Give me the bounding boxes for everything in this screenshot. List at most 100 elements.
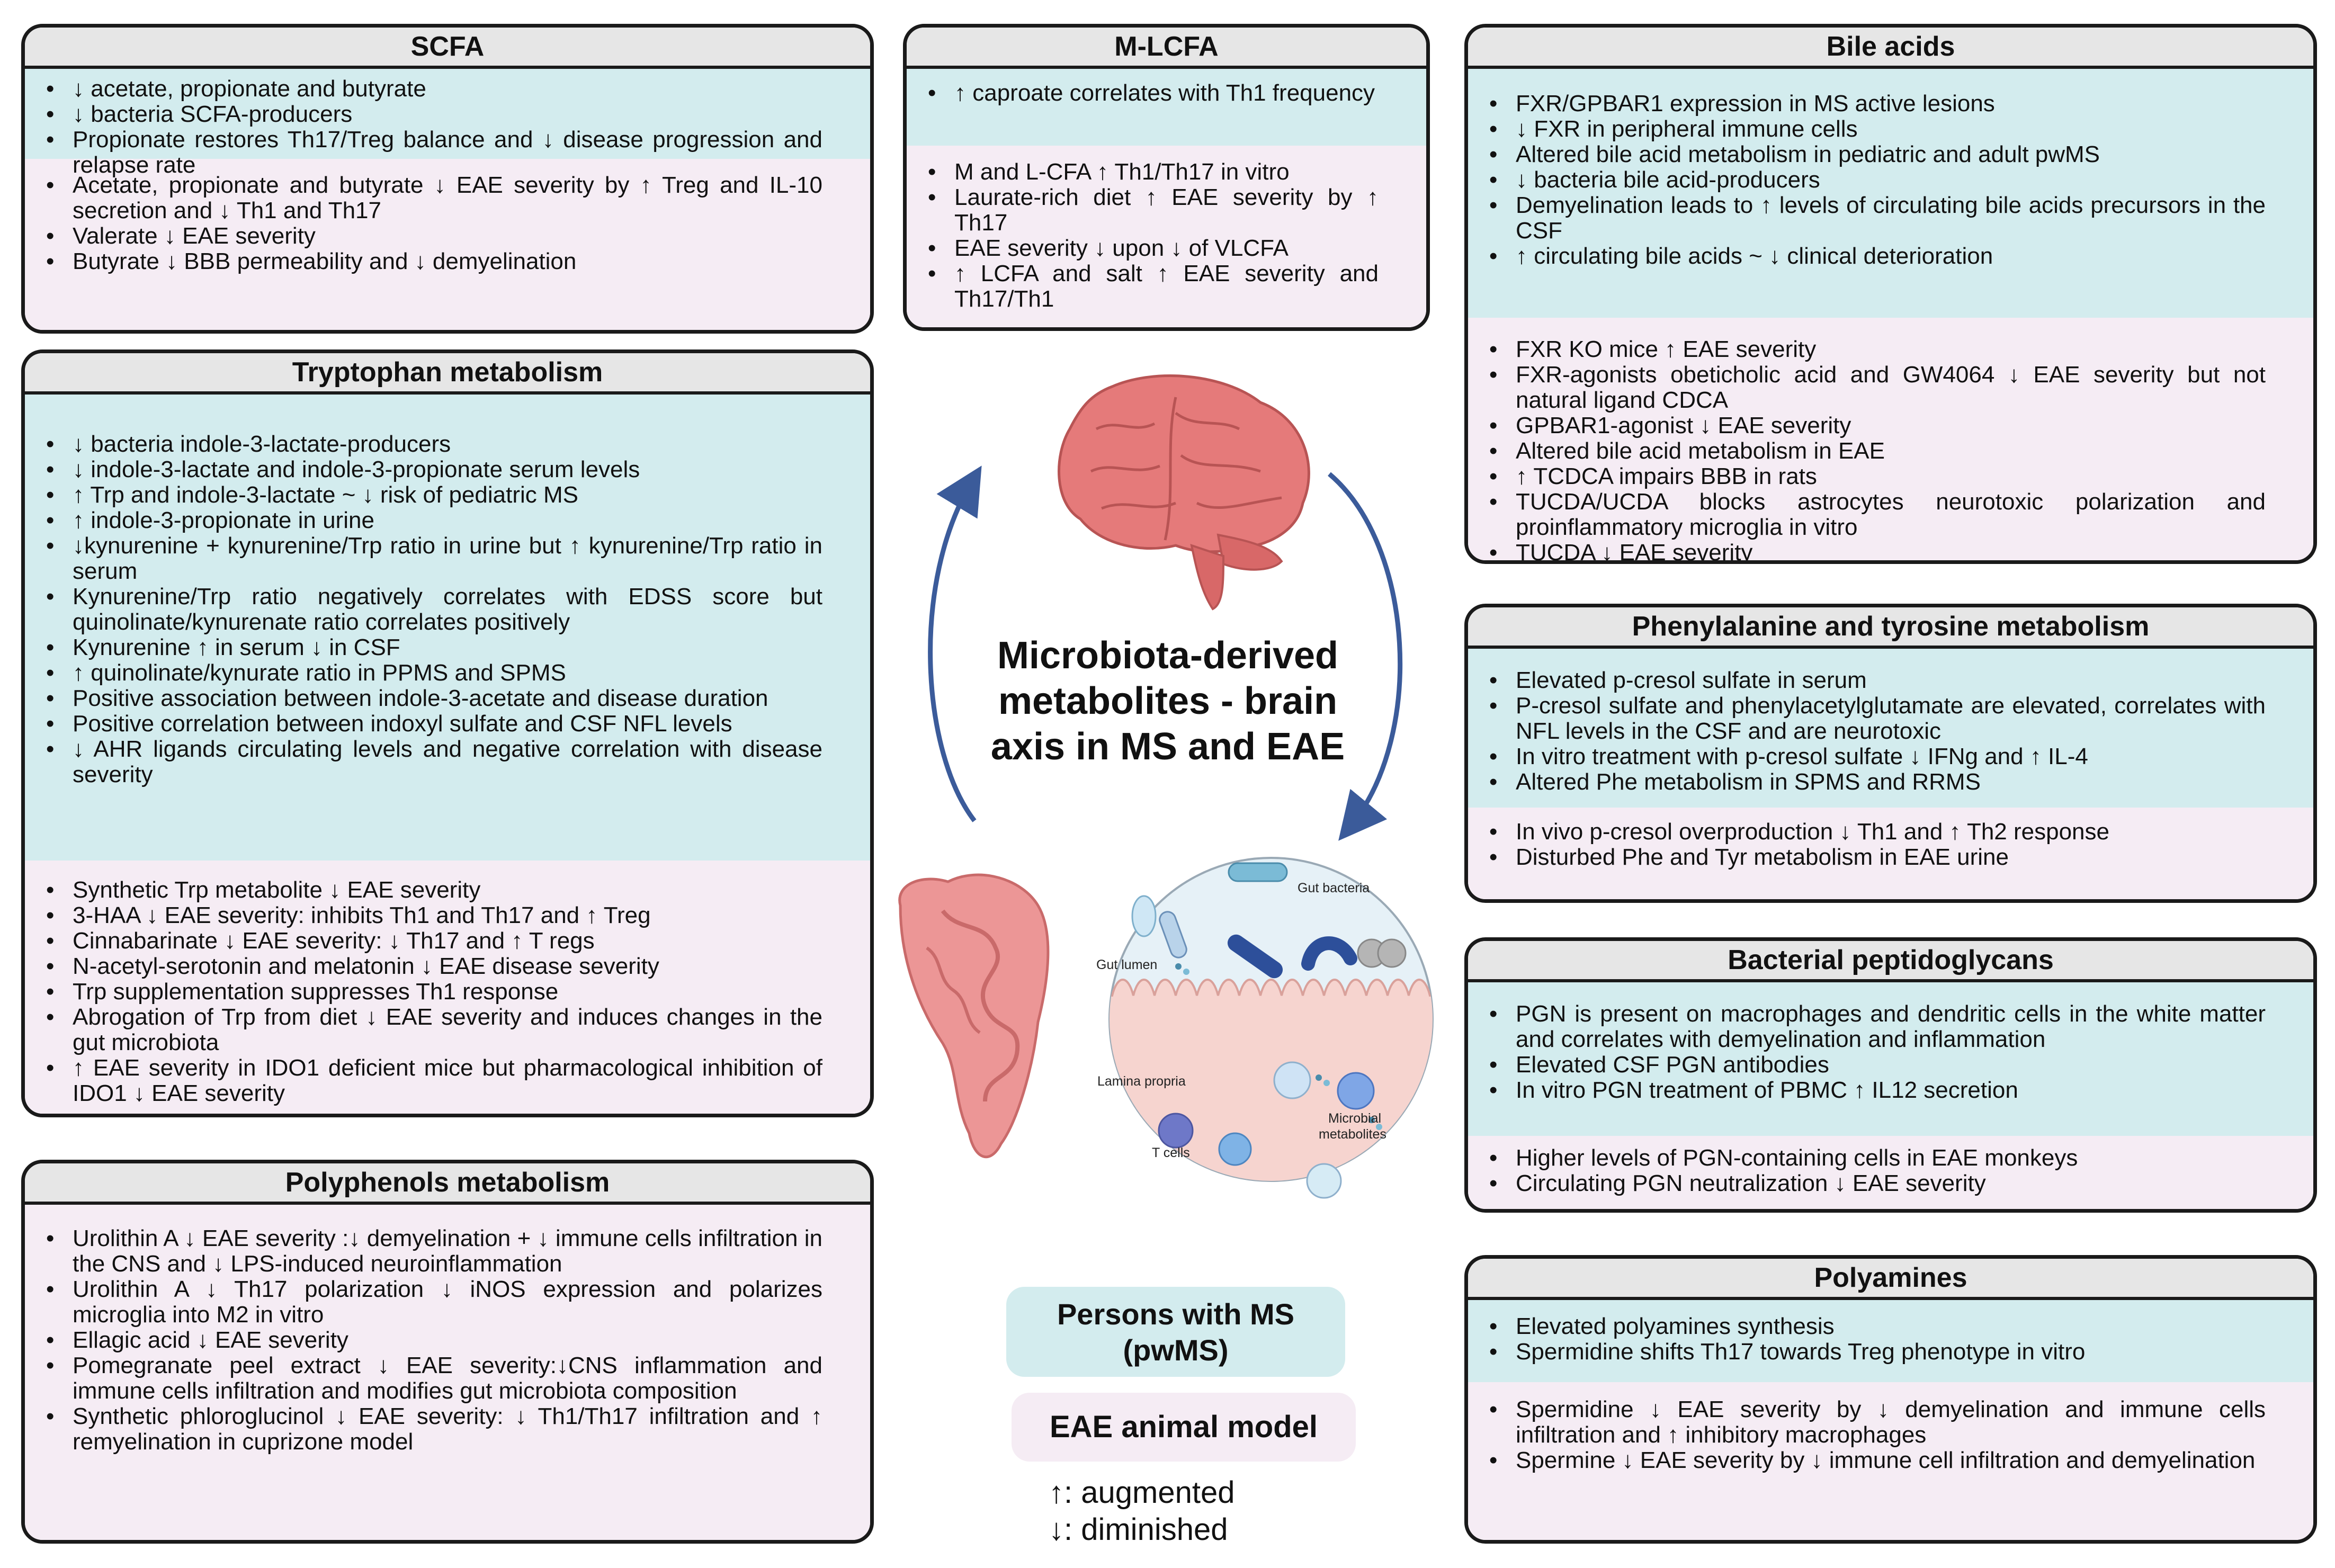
- finding-item: Synthetic phloroglucinol ↓ EAE severity:…: [46, 1404, 822, 1455]
- t-cell-icon: [1158, 1113, 1194, 1149]
- finding-item: ↓kynurenine + kynurenine/Trp ratio in ur…: [46, 533, 822, 584]
- finding-item: Kynurenine/Trp ratio negatively correlat…: [46, 584, 822, 635]
- finding-item: Spermine ↓ EAE severity by ↓ immune cell…: [1489, 1448, 2266, 1474]
- finding-item: In vivo p-cresol overproduction ↓ Th1 an…: [1489, 819, 2266, 845]
- findings-list: Elevated p-cresol sulfate in serumP-cres…: [1489, 668, 2266, 795]
- finding-item: Urolithin A ↓ EAE severity :↓ demyelinat…: [46, 1226, 822, 1277]
- panel-title: Phenylalanine and tyrosine metabolism: [1468, 607, 2313, 649]
- panel-scfa: SCFA ↓ acetate, propionate and butyrate↓…: [21, 24, 874, 334]
- metabolite-dots-icon: [1323, 1080, 1330, 1086]
- finding-item: Valerate ↓ EAE severity: [46, 223, 822, 249]
- findings-list: ↑ caproate correlates with Th1 frequency: [928, 80, 1379, 106]
- brain-icon: [1058, 374, 1310, 611]
- animal-findings: Higher levels of PGN-containing cells in…: [1468, 1136, 2313, 1209]
- finding-item: GPBAR1-agonist ↓ EAE severity: [1489, 413, 2266, 439]
- human-findings: ↑ caproate correlates with Th1 frequency: [907, 69, 1426, 146]
- animal-findings: Acetate, propionate and butyrate ↓ EAE s…: [25, 159, 870, 330]
- findings-list: ↓ acetate, propionate and butyrate↓ bact…: [46, 76, 822, 178]
- panel-peptidoglycans: Bacterial peptidoglycans PGN is present …: [1464, 937, 2317, 1213]
- panel-mlcfa: M-LCFA ↑ caproate correlates with Th1 fr…: [903, 24, 1430, 331]
- cycle-arrow-right: [1328, 472, 1403, 841]
- human-findings: FXR/GPBAR1 expression in MS active lesio…: [1468, 69, 2313, 318]
- finding-item: Pomegranate peel extract ↓ EAE severity:…: [46, 1353, 822, 1404]
- findings-list: FXR KO mice ↑ EAE severityFXR-agonists o…: [1489, 337, 2266, 561]
- human-findings: Elevated polyamines synthesisSpermidine …: [1468, 1300, 2313, 1382]
- findings-list: Acetate, propionate and butyrate ↓ EAE s…: [46, 173, 822, 275]
- label-lamina-propria: Lamina propria: [1097, 1074, 1186, 1089]
- immune-cell-icon: [1273, 1061, 1311, 1099]
- label-gut-lumen: Gut lumen: [1096, 957, 1157, 972]
- human-findings: Elevated p-cresol sulfate in serumP-cres…: [1468, 649, 2313, 808]
- finding-item: Cinnabarinate ↓ EAE severity: ↓ Th17 and…: [46, 928, 822, 954]
- finding-item: Spermidine ↓ EAE severity by ↓ demyelina…: [1489, 1397, 2266, 1448]
- legend-augmented: ↑: augmented: [1049, 1475, 1235, 1510]
- label-gut-bacteria: Gut bacteria: [1298, 881, 1370, 895]
- center-title-line: metabolites - brain: [998, 680, 1338, 722]
- findings-list: Spermidine ↓ EAE severity by ↓ demyelina…: [1489, 1397, 2266, 1474]
- finding-item: Altered Phe metabolism in SPMS and RRMS: [1489, 769, 2266, 795]
- finding-item: FXR-agonists obeticholic acid and GW4064…: [1489, 362, 2266, 413]
- panel-title: Polyamines: [1468, 1259, 2313, 1300]
- finding-item: Positive correlation between indoxyl sul…: [46, 711, 822, 737]
- panel-title: Tryptophan metabolism: [25, 353, 870, 395]
- finding-item: In vitro treatment with p-cresol sulfate…: [1489, 744, 2266, 770]
- finding-item: ↑ caproate correlates with Th1 frequency: [928, 80, 1379, 106]
- human-findings: ↓ acetate, propionate and butyrate↓ bact…: [25, 69, 870, 178]
- findings-list: PGN is present on macrophages and dendri…: [1489, 1001, 2266, 1104]
- label-t-cells: T cells: [1152, 1145, 1190, 1160]
- panel-title: Bacterial peptidoglycans: [1468, 941, 2313, 982]
- legend-pwms-line: (pwMS): [1123, 1333, 1229, 1367]
- panel-phenylalanine-tyrosine: Phenylalanine and tyrosine metabolism El…: [1464, 604, 2317, 903]
- finding-item: Synthetic Trp metabolite ↓ EAE severity: [46, 877, 822, 903]
- bacterium-icon: [1131, 895, 1157, 937]
- legend-eae: EAE animal model: [1012, 1393, 1356, 1462]
- metabolite-dots-icon: [1175, 963, 1182, 970]
- finding-item: TUCDA ↓ EAE severity: [1489, 540, 2266, 561]
- finding-item: Laurate-rich diet ↑ EAE severity by ↑ Th…: [928, 185, 1379, 236]
- bacterium-icon: [1227, 934, 1283, 979]
- panel-title: M-LCFA: [907, 28, 1426, 69]
- human-findings: PGN is present on macrophages and dendri…: [1468, 982, 2313, 1136]
- metabolite-dots-icon: [1316, 1074, 1322, 1081]
- finding-item: Elevated CSF PGN antibodies: [1489, 1052, 2266, 1078]
- finding-item: M and L-CFA ↑ Th1/Th17 in vitro: [928, 159, 1379, 185]
- finding-item: ↓ bacteria bile acid-producers: [1489, 167, 2266, 193]
- bacterium-icon: [1377, 938, 1407, 968]
- finding-item: ↑ LCFA and salt ↑ EAE severity and Th17/…: [928, 261, 1379, 312]
- finding-item: ↑ quinolinate/kynurate ratio in PPMS and…: [46, 660, 822, 686]
- finding-item: ↓ FXR in peripheral immune cells: [1489, 117, 2266, 142]
- legend-pwms-line: Persons with MS: [1057, 1297, 1295, 1331]
- panel-bile-acids: Bile acids FXR/GPBAR1 expression in MS a…: [1464, 24, 2317, 564]
- findings-list: FXR/GPBAR1 expression in MS active lesio…: [1489, 91, 2266, 270]
- finding-item: Abrogation of Trp from diet ↓ EAE severi…: [46, 1005, 822, 1055]
- gut-lumen-circle: Gut bacteria Gut lumen Lamina propria T …: [1096, 857, 1434, 1199]
- finding-item: P-cresol sulfate and phenylacetylglutama…: [1489, 693, 2266, 744]
- panel-tryptophan: Tryptophan metabolism ↓ bacteria indole-…: [21, 350, 874, 1117]
- panel-title: SCFA: [25, 28, 870, 69]
- finding-item: Elevated polyamines synthesis: [1489, 1314, 2266, 1340]
- panel-title: Bile acids: [1468, 28, 2313, 69]
- finding-item: Elevated p-cresol sulfate in serum: [1489, 668, 2266, 694]
- finding-item: N-acetyl-serotonin and melatonin ↓ EAE d…: [46, 954, 822, 980]
- findings-list: In vivo p-cresol overproduction ↓ Th1 an…: [1489, 819, 2266, 871]
- finding-item: ↑ circulating bile acids ~ ↓ clinical de…: [1489, 244, 2266, 270]
- finding-item: 3-HAA ↓ EAE severity: inhibits Th1 and T…: [46, 903, 822, 929]
- findings-list: Urolithin A ↓ EAE severity :↓ demyelinat…: [46, 1226, 822, 1455]
- panel-polyphenols: Polyphenols metabolism Urolithin A ↓ EAE…: [21, 1160, 874, 1544]
- findings-list: Synthetic Trp metabolite ↓ EAE severity3…: [46, 877, 822, 1106]
- findings-list: Elevated polyamines synthesisSpermidine …: [1489, 1314, 2266, 1365]
- findings-list: Higher levels of PGN-containing cells in…: [1489, 1145, 2266, 1197]
- finding-item: Altered bile acid metabolism in pediatri…: [1489, 142, 2266, 168]
- cycle-arrow-left: [928, 465, 982, 822]
- finding-item: Circulating PGN neutralization ↓ EAE sev…: [1489, 1171, 2266, 1197]
- legend-eae-label: EAE animal model: [1049, 1410, 1318, 1444]
- finding-item: ↓ bacteria indole-3-lactate-producers: [46, 432, 822, 458]
- finding-item: Higher levels of PGN-containing cells in…: [1489, 1145, 2266, 1171]
- finding-item: Ellagic acid ↓ EAE severity: [46, 1328, 822, 1354]
- finding-item: PGN is present on macrophages and dendri…: [1489, 1001, 2266, 1052]
- finding-item: FXR KO mice ↑ EAE severity: [1489, 337, 2266, 363]
- label-microbial-metabolites: Microbial: [1328, 1111, 1381, 1126]
- finding-item: ↓ bacteria SCFA-producers: [46, 102, 822, 128]
- animal-findings: Synthetic Trp metabolite ↓ EAE severity3…: [25, 861, 870, 1114]
- finding-item: TUCDA/UCDA blocks astrocytes neurotoxic …: [1489, 489, 2266, 540]
